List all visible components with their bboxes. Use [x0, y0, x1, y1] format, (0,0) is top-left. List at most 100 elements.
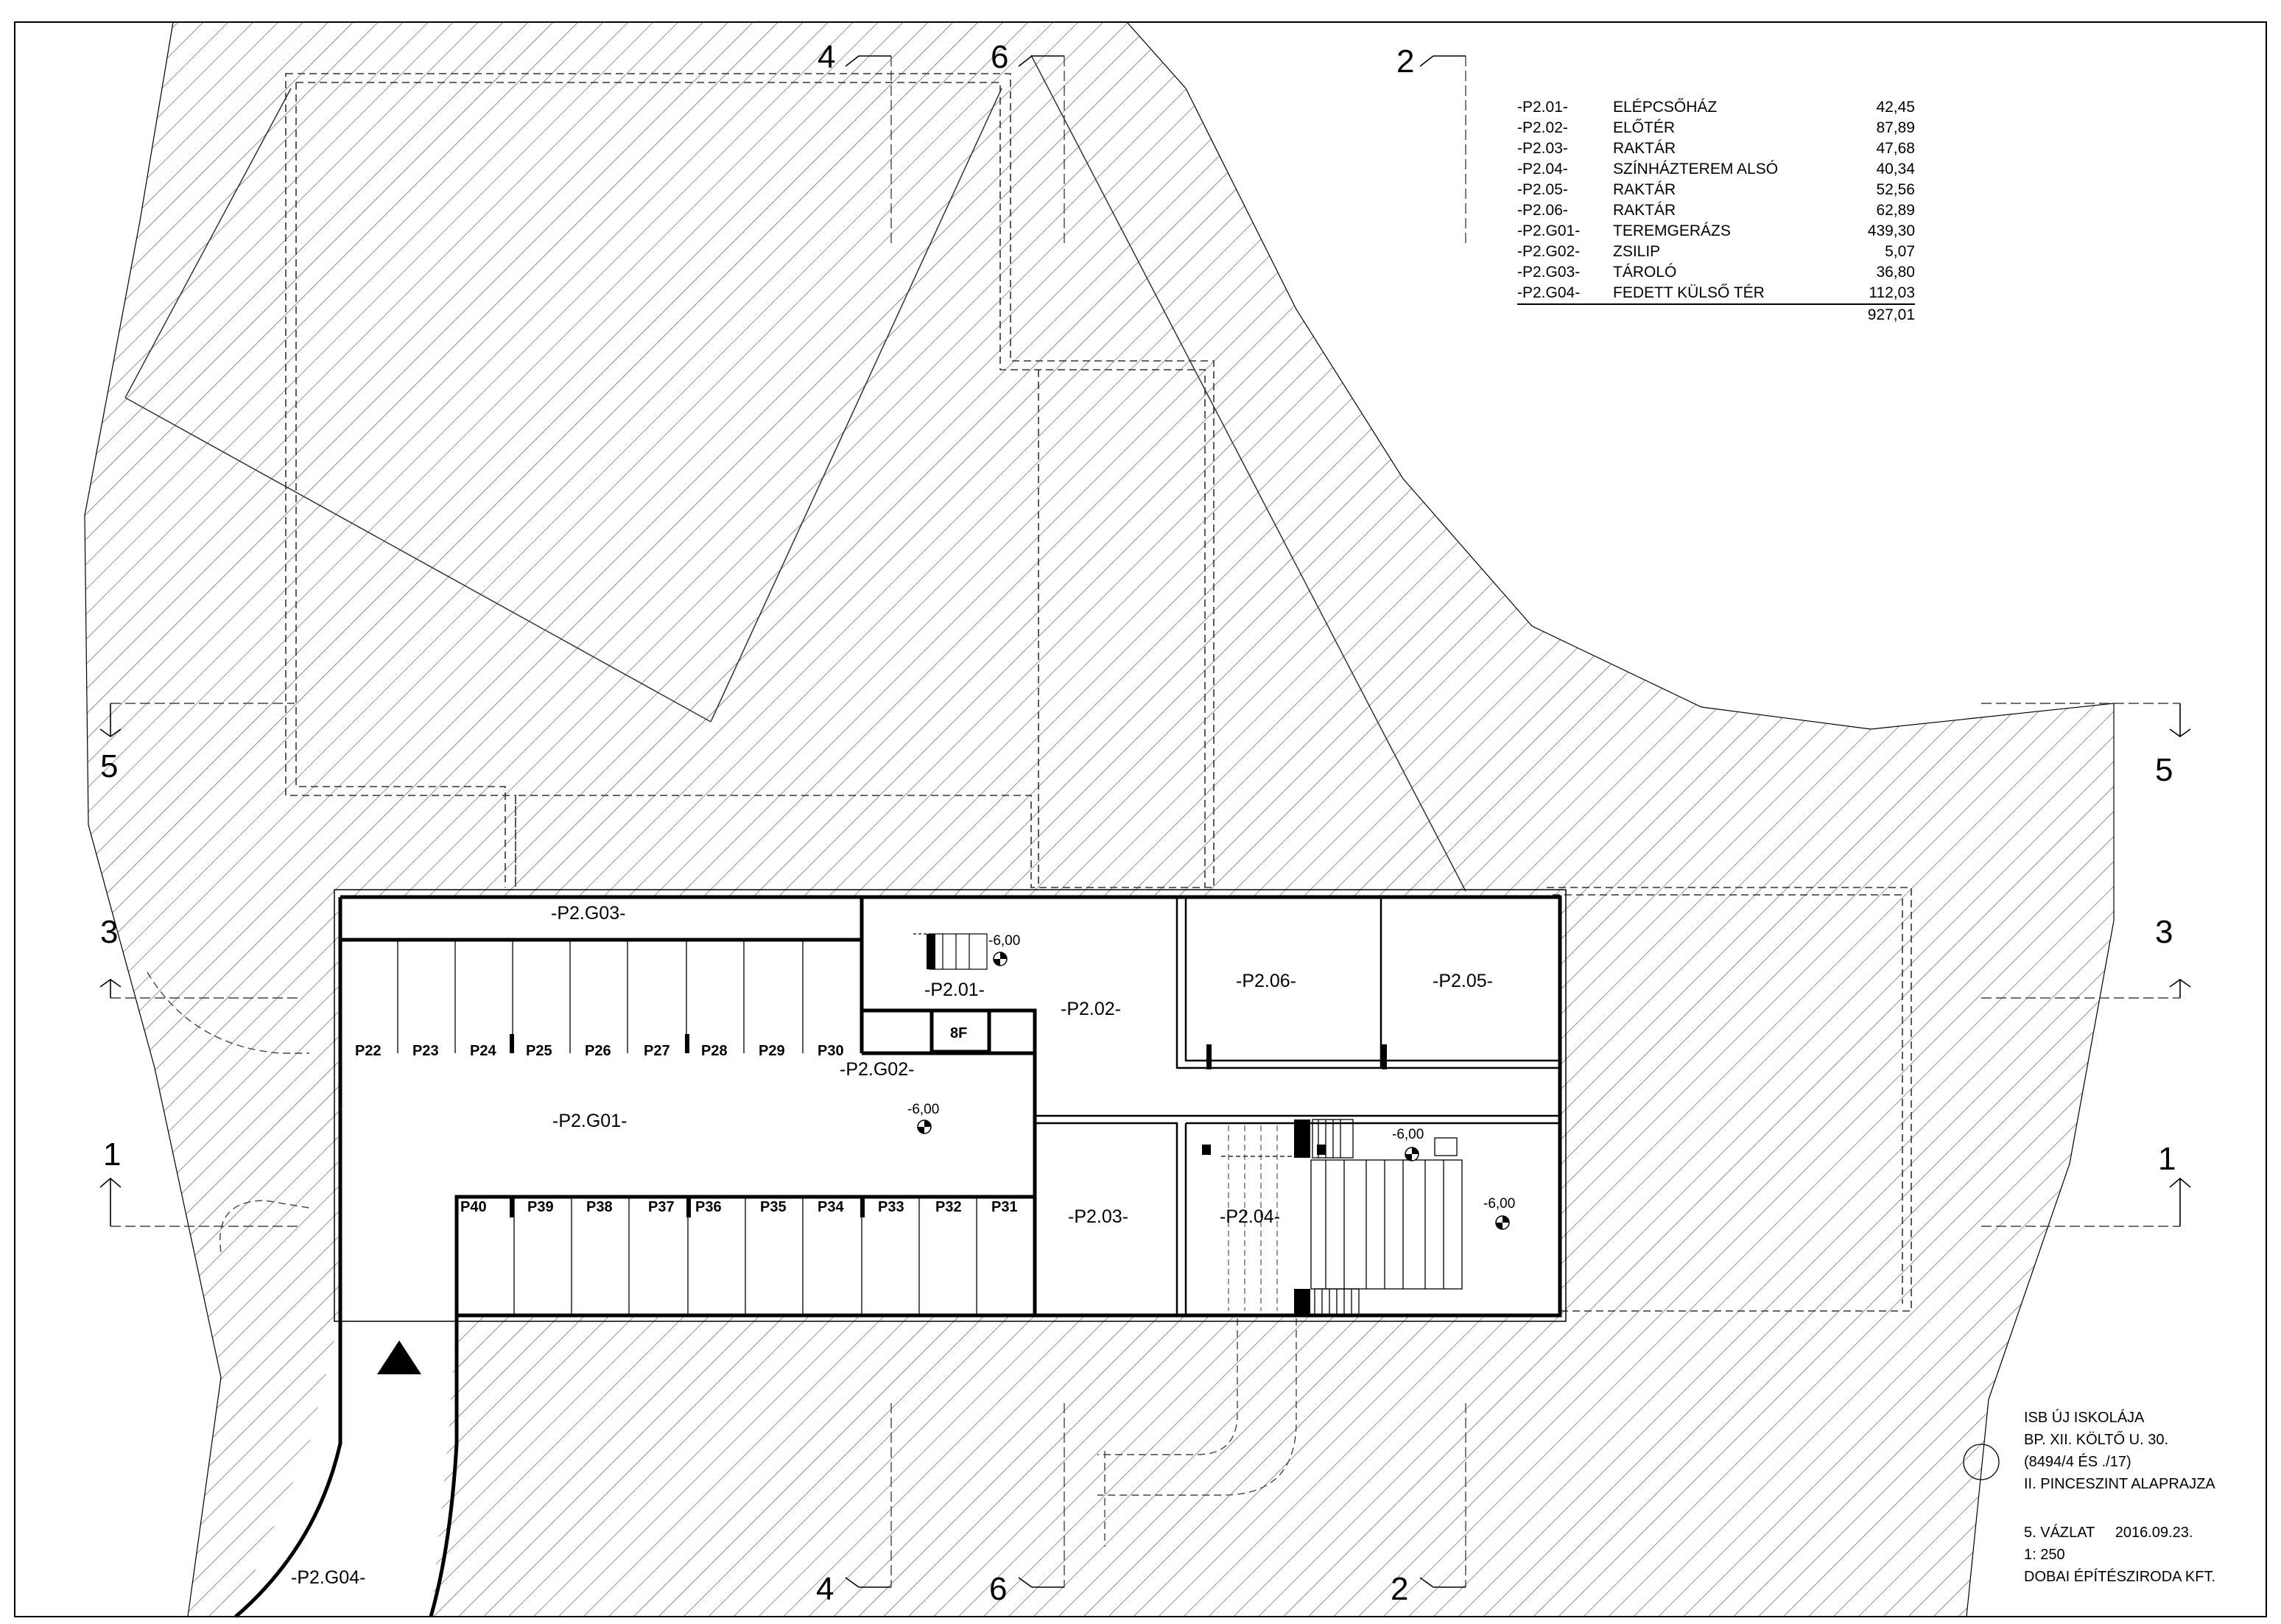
lift-label: 8F: [950, 1025, 967, 1041]
schedule-code: -P2.G04-: [1517, 284, 1581, 301]
schedule-total: 927,01: [1517, 303, 1915, 326]
parking-bay-label: P38: [586, 1199, 613, 1215]
room-label-g04: -P2.G04-: [291, 1567, 365, 1588]
drawing-scale: 1: 250: [2024, 1547, 2065, 1563]
schedule-name: ELŐTÉR: [1613, 119, 1676, 136]
section-label-5-left: 5: [100, 748, 118, 784]
schedule-name: FEDETT KÜLSŐ TÉR: [1613, 284, 1765, 301]
room-label-g01: -P2.G01-: [552, 1111, 627, 1131]
schedule-area: 40,34: [1876, 161, 1915, 177]
parking-bay-label: P36: [695, 1199, 722, 1215]
parking-bay-label: P25: [526, 1043, 552, 1059]
room-label-03: -P2.03-: [1068, 1206, 1128, 1227]
schedule-name: RAKTÁR: [1613, 140, 1676, 157]
schedule-code: -P2.05-: [1517, 181, 1568, 198]
room-label-g02: -P2.G02-: [840, 1059, 914, 1080]
schedule-row: -P2.06- RAKTÁR 62,89: [1517, 200, 1915, 221]
schedule-area: 52,56: [1876, 181, 1915, 198]
parking-labels-bottom: P40 P39 P38 P37 P36 P35 P34 P33 P32 P31: [460, 1199, 1018, 1215]
schedule-name: SZÍNHÁZTEREM ALSÓ: [1613, 161, 1779, 177]
stair-p201: [913, 933, 988, 970]
basement-walls: [234, 895, 1562, 1618]
parking-bay-label: P29: [759, 1043, 785, 1059]
schedule-code: -P2.06-: [1517, 202, 1568, 219]
section-label-6-top: 6: [991, 39, 1008, 75]
parking-bay-label: P30: [818, 1043, 844, 1059]
level-marker-hall-right: [1495, 1215, 1510, 1230]
schedule-name: TEREMGERÁZS: [1613, 222, 1731, 239]
section-label-6-bottom: 6: [989, 1571, 1007, 1607]
parking-posts: [510, 1034, 865, 1217]
schedule-area: 87,89: [1876, 119, 1915, 136]
schedule-code: -P2.02-: [1517, 119, 1568, 136]
terrain-hatch: [84, 21, 2115, 1617]
wall-posts: [927, 934, 1387, 1315]
schedule-area: 36,80: [1876, 264, 1915, 281]
parking-bay-label: P37: [648, 1199, 675, 1215]
schedule-code: -P2.04-: [1517, 161, 1568, 177]
parking-bay-label: P31: [991, 1199, 1018, 1215]
project-name: ISB ÚJ ISKOLÁJA: [2024, 1410, 2145, 1426]
auditorium-seating: [1221, 1119, 1463, 1316]
schedule-code: -P2.G01-: [1517, 222, 1581, 239]
stair-auditorium: [1228, 1125, 1278, 1311]
parking-bay-label: P27: [644, 1043, 670, 1059]
room-label-g03: -P2.G03-: [551, 903, 625, 924]
schedule-code: -P2.03-: [1517, 140, 1568, 157]
schedule-name: RAKTÁR: [1613, 202, 1676, 219]
parcel-number: (8494/4 ÉS ./17): [2024, 1454, 2131, 1470]
ramp-lines: [147, 971, 1297, 1547]
parking-bay-label: P28: [701, 1043, 728, 1059]
parking-bay-label: P24: [470, 1043, 496, 1059]
section-label-3-right: 3: [2155, 914, 2173, 950]
room-label-02: -P2.02-: [1061, 999, 1121, 1019]
parking-bay-label: P33: [878, 1199, 904, 1215]
level-marker-stair: [993, 952, 1008, 966]
schedule-name: TÁROLÓ: [1613, 264, 1677, 281]
parking-bay-label: P34: [818, 1199, 844, 1215]
slope-lines: [124, 55, 1466, 892]
project-address: BP. XII. KÖLTŐ U. 30.: [2024, 1432, 2169, 1448]
schedule-row: -P2.02- ELŐTÉR 87,89: [1517, 118, 1915, 138]
schedule-area: 112,03: [1869, 284, 1915, 301]
schedule-row: -P2.G01- TEREMGERÁZS 439,30: [1517, 221, 1915, 242]
schedule-area: 42,45: [1876, 99, 1915, 116]
north-circle-icon: [1963, 1444, 2000, 1480]
basement-outer-line: [334, 889, 1567, 1322]
title-block: ISB ÚJ ISKOLÁJA BP. XII. KÖLTŐ U. 30. (8…: [2024, 1407, 2215, 1588]
parking-labels-top: P22 P23 P24 P25 P26 P27 P28 P29 P30: [355, 1043, 844, 1059]
section-label-5-right: 5: [2155, 752, 2173, 788]
parking-bay-label: P32: [935, 1199, 962, 1215]
section-label-4-top: 4: [818, 39, 835, 75]
level-stair: -6,00: [988, 933, 1020, 949]
schedule-row: -P2.G04- FEDETT KÜLSŐ TÉR 112,03: [1517, 283, 1915, 303]
level-marker-hall-top: [1405, 1147, 1419, 1161]
section-label-2-top: 2: [1396, 43, 1414, 80]
office-name: DOBAI ÉPÍTÉSZIRODA KFT.: [2024, 1569, 2216, 1585]
section-label-4-bottom: 4: [816, 1571, 834, 1607]
room-label-06: -P2.06-: [1236, 971, 1296, 991]
section-lines: [110, 56, 2180, 1587]
schedule-area: 5,07: [1885, 243, 1915, 260]
parking-bay-label: P23: [412, 1043, 439, 1059]
section-arrows: [99, 55, 2191, 1588]
schedule-name: ZSILIP: [1613, 243, 1661, 260]
section-label-1-right: 1: [2158, 1141, 2176, 1177]
upper-outline: [285, 73, 1912, 1312]
schedule-area: 62,89: [1876, 202, 1915, 219]
room-label-05: -P2.05-: [1433, 971, 1493, 991]
section-label-2-bottom: 2: [1391, 1571, 1408, 1607]
room-label-01: -P2.01-: [924, 980, 985, 1000]
interior-partitions: [1035, 897, 1560, 1315]
parking-bay-label: P40: [460, 1199, 487, 1215]
level-hall-right: -6,00: [1483, 1196, 1515, 1212]
schedule-row: -P2.04- SZÍNHÁZTEREM ALSÓ 40,34: [1517, 159, 1915, 180]
schedule-area: 47,68: [1876, 140, 1915, 157]
parking-bay-label: P22: [355, 1043, 382, 1059]
schedule-area: 439,30: [1867, 222, 1915, 239]
schedule-row: -P2.03- RAKTÁR 47,68: [1517, 138, 1915, 159]
